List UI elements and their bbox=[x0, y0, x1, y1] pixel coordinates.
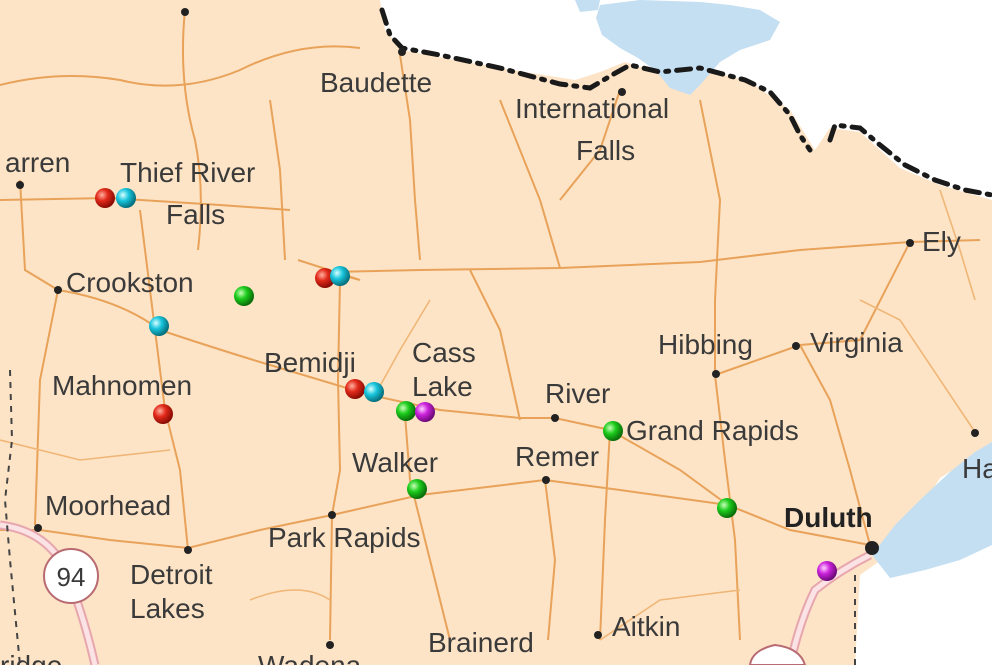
town-label-detroit-1: Detroit bbox=[130, 559, 213, 590]
town-label-brainerd: Brainerd bbox=[428, 627, 534, 658]
town-label-walker: Walker bbox=[352, 447, 438, 478]
lake-superior bbox=[872, 442, 992, 578]
partial-shield bbox=[748, 643, 807, 665]
town-label-park-rapids: Park Rapids bbox=[268, 522, 421, 553]
station-marker-cyan[interactable] bbox=[364, 382, 384, 402]
town-label-crookston: Crookston bbox=[66, 267, 194, 298]
station-marker-magenta[interactable] bbox=[817, 561, 837, 581]
station-marker-cyan[interactable] bbox=[149, 316, 169, 336]
town-label-international-falls-1: International bbox=[515, 93, 669, 124]
station-marker-red[interactable] bbox=[315, 268, 335, 288]
town-label-virginia: Virginia bbox=[810, 327, 903, 358]
station-marker-cyan[interactable] bbox=[116, 188, 136, 208]
station-marker-red[interactable] bbox=[95, 188, 115, 208]
town-label-cass-2: Lake bbox=[412, 371, 473, 402]
town-label-international-falls-2: Falls bbox=[576, 135, 635, 166]
shield-94-label: 94 bbox=[57, 562, 86, 592]
station-marker-cyan[interactable] bbox=[330, 266, 350, 286]
lake-of-the-woods-water bbox=[596, 0, 780, 95]
station-marker-red[interactable] bbox=[345, 379, 365, 399]
town-label-detroit-2: Lakes bbox=[130, 593, 205, 624]
town-labels: Baudette International Falls arren Thief… bbox=[0, 67, 992, 665]
town-label-thief-river-1: Thief River bbox=[120, 157, 255, 188]
station-marker-red[interactable] bbox=[153, 404, 173, 424]
town-label-ha: Ha bbox=[962, 453, 992, 484]
town-label-mahnomen: Mahnomen bbox=[52, 370, 192, 401]
town-label-bemidji: Bemidji bbox=[264, 347, 356, 378]
town-label-duluth: Duluth bbox=[784, 502, 873, 533]
station-marker-green[interactable] bbox=[234, 286, 254, 306]
station-marker-green[interactable] bbox=[603, 421, 623, 441]
town-label-hibbing: Hibbing bbox=[658, 329, 753, 360]
town-label-baudette: Baudette bbox=[320, 67, 432, 98]
town-label-grand-rapids: Grand Rapids bbox=[626, 415, 799, 446]
station-marker-magenta[interactable] bbox=[415, 402, 435, 422]
town-label-ely: Ely bbox=[922, 226, 961, 257]
northern-lake-small bbox=[575, 0, 600, 12]
town-label-wadena: Wadena bbox=[258, 650, 362, 665]
station-markers[interactable] bbox=[95, 188, 837, 581]
town-label-moorhead: Moorhead bbox=[45, 490, 171, 521]
town-label-river: River bbox=[545, 378, 610, 409]
town-label-thief-river-2: Falls bbox=[166, 199, 225, 230]
town-label-warren: arren bbox=[5, 147, 70, 178]
town-label-cass-1: Cass bbox=[412, 337, 476, 368]
road-network bbox=[0, 9, 981, 641]
station-marker-green[interactable] bbox=[717, 498, 737, 518]
town-label-ridge: ridge bbox=[0, 650, 62, 665]
international-border bbox=[379, 7, 992, 198]
interstate-94-shield: 94 bbox=[43, 548, 99, 604]
station-marker-green[interactable] bbox=[407, 479, 427, 499]
town-label-remer: Remer bbox=[515, 441, 599, 472]
station-marker-green[interactable] bbox=[396, 401, 416, 421]
town-dots bbox=[16, 8, 979, 649]
town-label-aitkin: Aitkin bbox=[612, 611, 680, 642]
